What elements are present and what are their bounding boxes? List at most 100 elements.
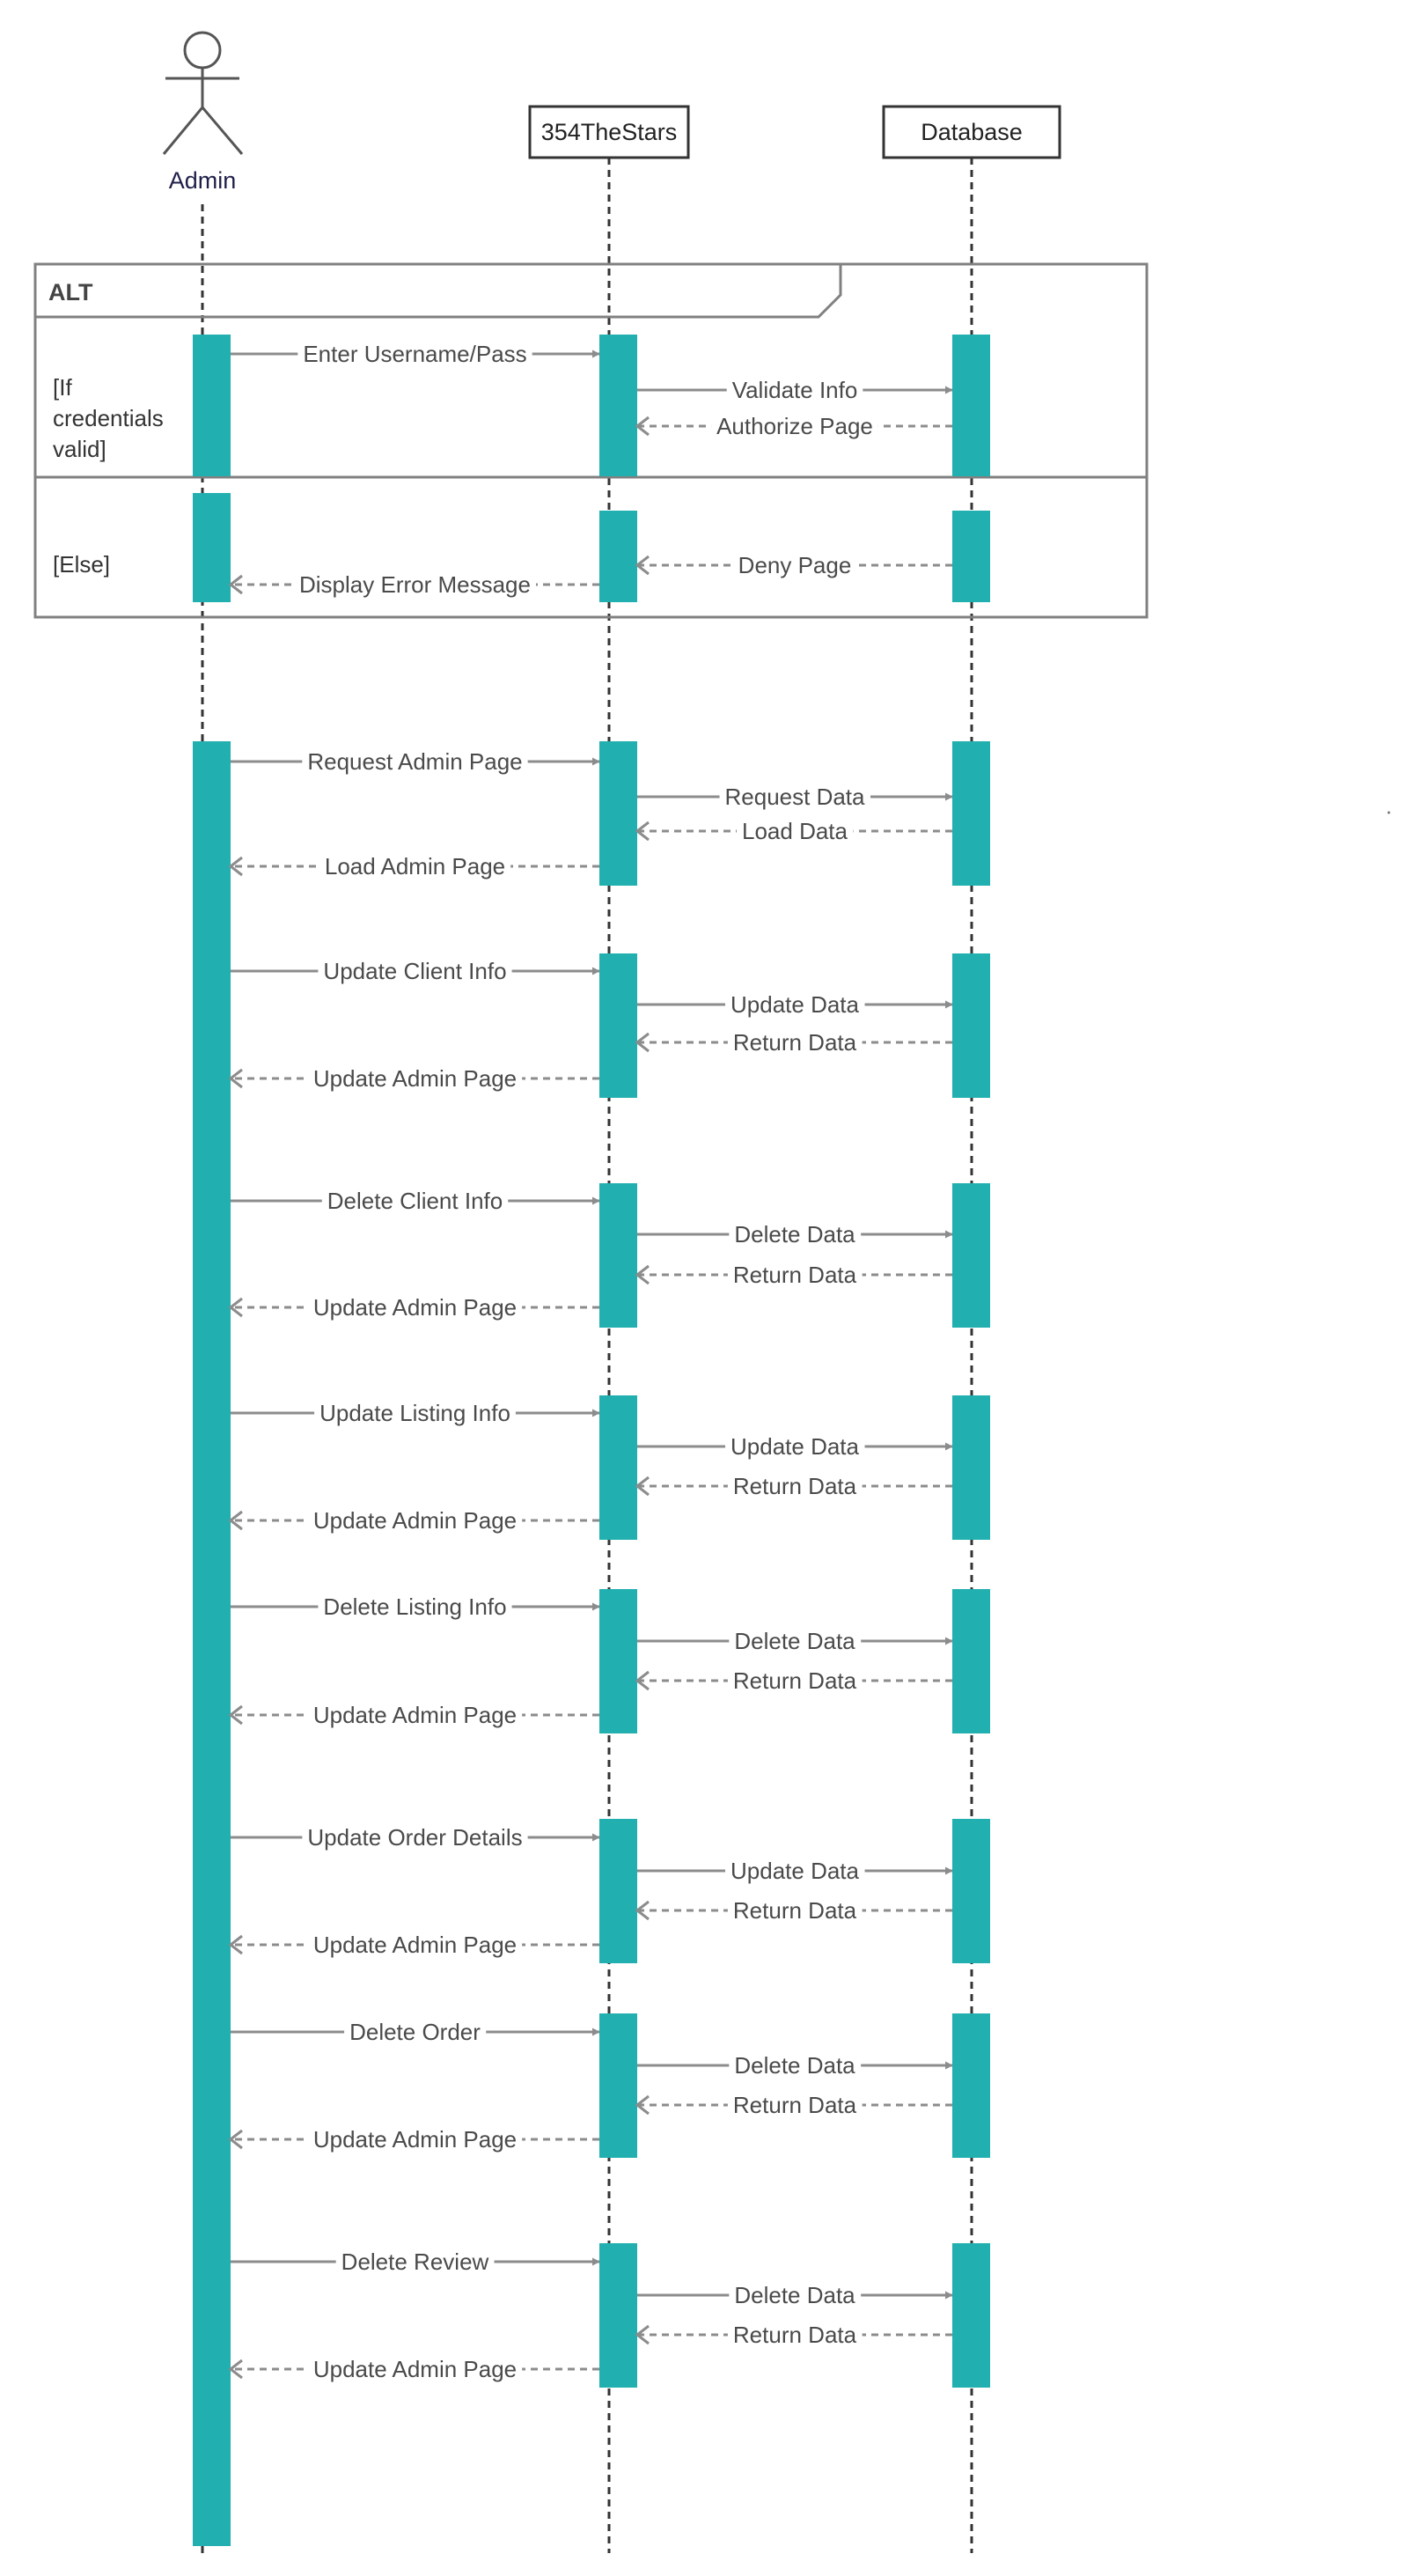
message-arrowhead-m09 [228,856,243,877]
message-label-m14: Delete Client Info [327,1188,503,1214]
message-label-m12: Return Data [733,1029,857,1056]
message-label-m17: Update Admin Page [313,1294,517,1321]
message-label-bg-m34 [335,2247,495,2277]
activation-database [952,511,990,602]
message-arrowhead-m17 [228,1297,243,1318]
message-label-m16: Return Data [733,1262,857,1288]
message-label-m01: Enter Username/Pass [303,341,526,367]
activation-database [952,1819,990,1963]
activation-database [952,2243,990,2388]
activation-database [952,2013,990,2158]
message-arrowhead-m16 [635,1264,650,1285]
message-label-bg-m15 [729,1219,862,1249]
message-label-m20: Return Data [733,1473,857,1499]
message-label-bg-m29 [307,1930,523,1960]
stray-dot [1387,811,1391,814]
message-label-bg-m36 [727,2320,863,2350]
activation-354thestars [599,1819,637,1963]
message-label-bg-m11 [725,990,865,1019]
activation-354thestars [599,2243,637,2388]
message-arrowhead-m33 [228,2129,243,2150]
message-label-bg-m35 [729,2280,862,2310]
message-label-bg-m23 [729,1626,862,1656]
message-label-bg-m10 [318,956,512,986]
message-arrowhead-m32 [635,2094,650,2116]
message-label-m26: Update Order Details [307,1824,522,1851]
message-label-m10: Update Client Info [323,958,506,984]
participant-head-database [882,105,1061,159]
activation-354thestars [599,741,637,886]
message-label-bg-m16 [727,1260,863,1290]
message-label-bg-m05 [294,570,536,600]
message-label-bg-m22 [318,1592,512,1622]
stick-figure-icon [162,31,244,155]
message-label-bg-m17 [307,1292,523,1322]
message-label-m18: Update Listing Info [319,1400,510,1426]
message-label-bg-m12 [727,1027,863,1057]
message-label-m22: Delete Listing Info [323,1593,506,1620]
message-label-m19: Update Data [731,1433,860,1460]
activation-bars [193,335,990,2546]
message-arrowhead-m28 [635,1900,650,1921]
message-label-bg-m14 [321,1186,509,1216]
message-label-m08: Load Data [742,818,848,844]
message-label-bg-m01 [297,339,532,369]
activation-354thestars [599,511,637,602]
message-label-bg-m02 [726,375,863,405]
message-label-m06: Request Admin Page [307,748,522,775]
message-label-bg-m30 [344,2017,487,2047]
message-label-m31: Delete Data [734,2052,855,2079]
activation-admin [193,741,231,2546]
message-label-m07: Request Data [725,784,866,810]
message-label-bg-m13 [307,1064,523,1093]
message-label-m02: Validate Info [732,377,858,403]
activation-database [952,741,990,886]
message-label-bg-m32 [727,2090,863,2120]
message-arrowhead-m37 [228,2359,243,2380]
message-label-m25: Update Admin Page [313,1702,517,1728]
activation-admin [193,335,231,476]
message-arrowhead-m08 [635,821,650,842]
message-label-bg-m24 [727,1666,863,1696]
message-label-bg-m07 [719,782,871,812]
message-label-bg-m31 [729,2050,862,2080]
message-label-bg-m06 [302,747,528,776]
message-label-m24: Return Data [733,1667,857,1694]
guard-if-line-3: valid] [53,436,106,462]
message-label-bg-m27 [725,1856,865,1886]
activation-354thestars [599,335,637,476]
message-label-bg-m03 [711,411,878,441]
message-label-bg-m09 [319,851,511,881]
activation-354thestars [599,2013,637,2158]
participant-label-database: Database [921,119,1023,145]
message-label-m27: Update Data [731,1858,860,1884]
message-label-bg-m26 [302,1822,528,1852]
activation-database [952,1395,990,1540]
message-arrowhead-m36 [635,2324,650,2345]
activation-database [952,335,990,476]
actor-name: Admin [169,167,237,194]
message-label-bg-m18 [314,1398,516,1428]
message-label-bg-m19 [725,1432,865,1461]
activation-admin [193,493,231,602]
activation-database [952,1183,990,1328]
message-label-m21: Update Admin Page [313,1507,517,1534]
message-arrowhead-m05 [228,574,243,595]
message-label-m11: Update Data [731,991,860,1018]
alt-frame-label: ALT [48,279,93,305]
message-label-bg-m28 [727,1895,863,1925]
alt-frame [33,262,1149,619]
message-label-bg-m33 [307,2124,523,2154]
message-label-m36: Return Data [733,2322,857,2348]
message-arrowhead-m20 [635,1476,650,1497]
message-arrowhead-m12 [635,1032,650,1053]
message-arrowhead-m03 [635,416,650,437]
message-label-m37: Update Admin Page [313,2356,517,2382]
activation-354thestars [599,1589,637,1733]
activation-354thestars [599,953,637,1098]
message-label-m33: Update Admin Page [313,2126,517,2153]
guard-if-line-2: credentials [53,405,164,431]
